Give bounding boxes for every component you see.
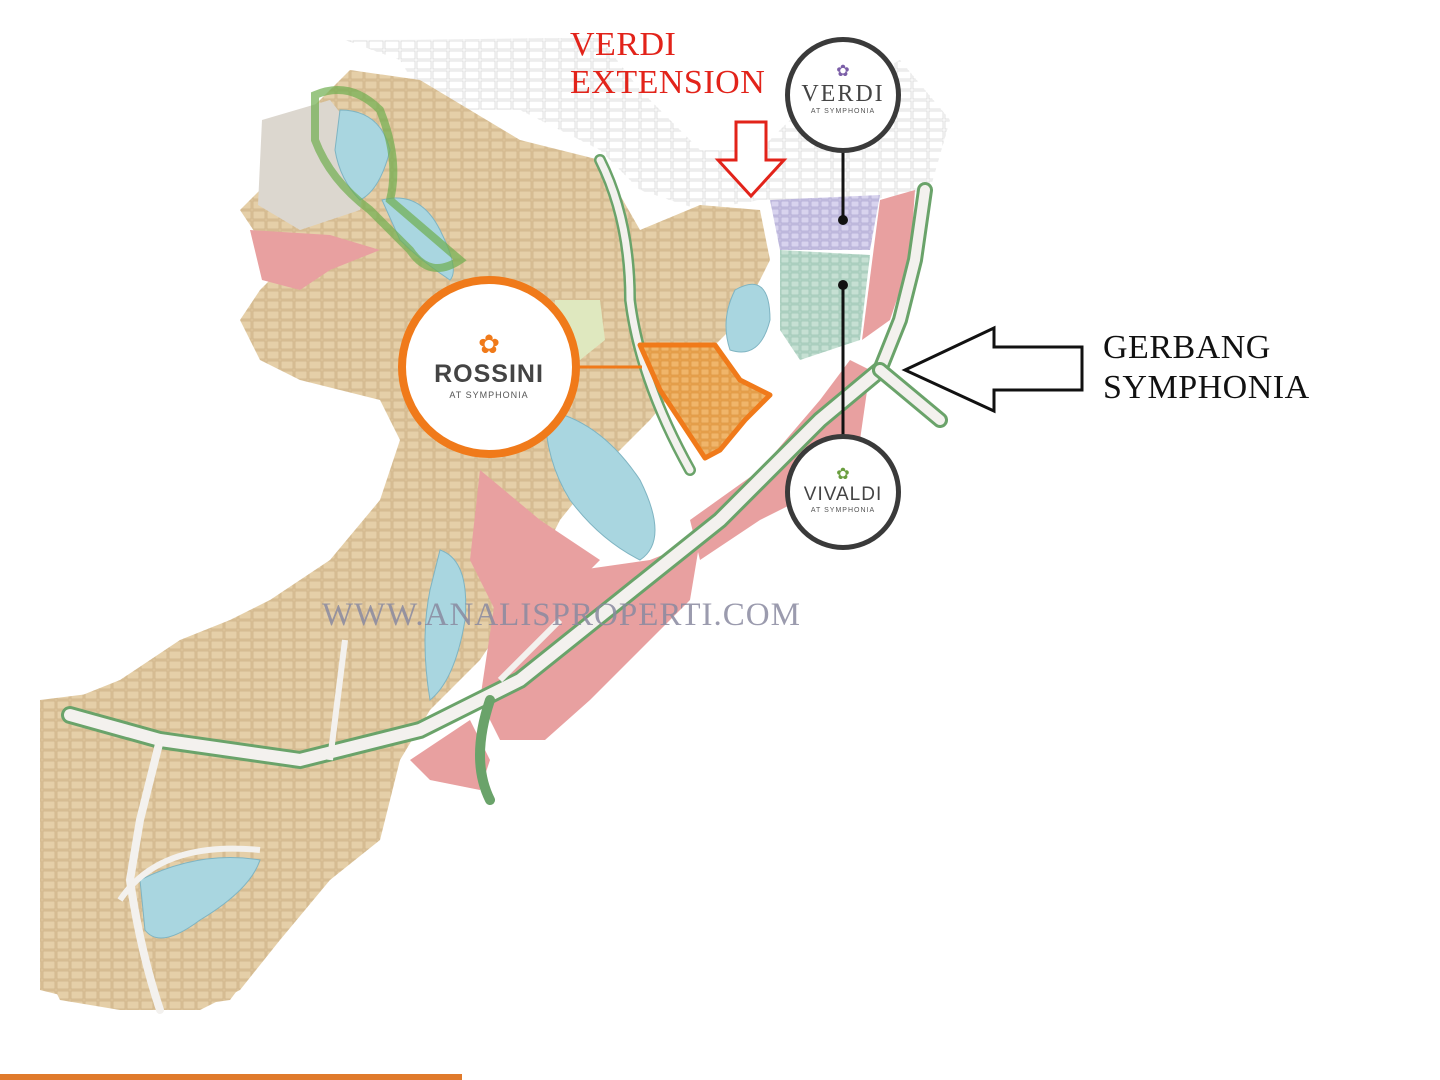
commercial-block-strip xyxy=(470,470,600,620)
rossini-badge[interactable]: ✿ ROSSINI AT SYMPHONIA xyxy=(398,276,580,458)
verdi-connector-dot xyxy=(838,215,848,225)
lake-central xyxy=(544,409,656,561)
lake-loop-road xyxy=(117,845,261,902)
lotus-icon: ✿ xyxy=(478,330,500,359)
commercial-block-east xyxy=(862,190,915,340)
verdi-extension-label: VERDI EXTENSION xyxy=(570,26,765,102)
gerbang-symphonia-arrow xyxy=(901,325,1084,414)
vivaldi-badge-name: VIVALDI xyxy=(803,484,883,505)
rossini-plot-highlight xyxy=(637,342,773,461)
lotus-icon: ✿ xyxy=(836,466,850,483)
park-north xyxy=(311,86,467,272)
gerbang-line2: SYMPHONIA xyxy=(1103,369,1310,406)
existing-area-north xyxy=(345,38,950,210)
lotus-icon: ✿ xyxy=(836,63,850,80)
vivaldi-badge[interactable]: ✿ VIVALDI AT SYMPHONIA xyxy=(785,434,901,550)
lake-verdi xyxy=(725,283,771,353)
lake-south xyxy=(139,857,261,939)
vivaldi-cluster xyxy=(780,250,870,360)
verdi-badge[interactable]: ✿ VERDI AT SYMPHONIA xyxy=(785,37,901,153)
verdi-badge-name: VERDI xyxy=(801,81,885,107)
verdi-extension-arrow xyxy=(714,120,788,199)
south-loop-road xyxy=(475,695,495,805)
verdi-extension-line1: VERDI xyxy=(570,26,677,63)
commercial-block-west xyxy=(250,230,380,290)
verdi-cluster xyxy=(770,195,880,250)
gerbang-line1: GERBANG xyxy=(1103,329,1271,366)
verdi-extension-line2: EXTENSION xyxy=(570,64,766,101)
vivaldi-badge-sub: AT SYMPHONIA xyxy=(810,507,876,514)
interior-road xyxy=(497,617,563,683)
verdi-badge-sub: AT SYMPHONIA xyxy=(810,108,876,115)
gerbang-symphonia-label: GERBANG SYMPHONIA xyxy=(1103,328,1310,408)
west-branch-road xyxy=(125,736,164,1014)
rossini-badge-sub: AT SYMPHONIA xyxy=(449,390,529,400)
interior-road xyxy=(327,639,348,761)
rossini-badge-name: ROSSINI xyxy=(434,360,544,388)
commercial-block-sw xyxy=(410,720,490,790)
watermark: WWW.ANALISPROPERTI.COM xyxy=(322,597,801,633)
lake-west xyxy=(424,549,467,701)
vivaldi-connector-dot xyxy=(838,280,848,290)
lake-north xyxy=(334,109,391,201)
bottom-accent-bar xyxy=(0,1074,462,1080)
